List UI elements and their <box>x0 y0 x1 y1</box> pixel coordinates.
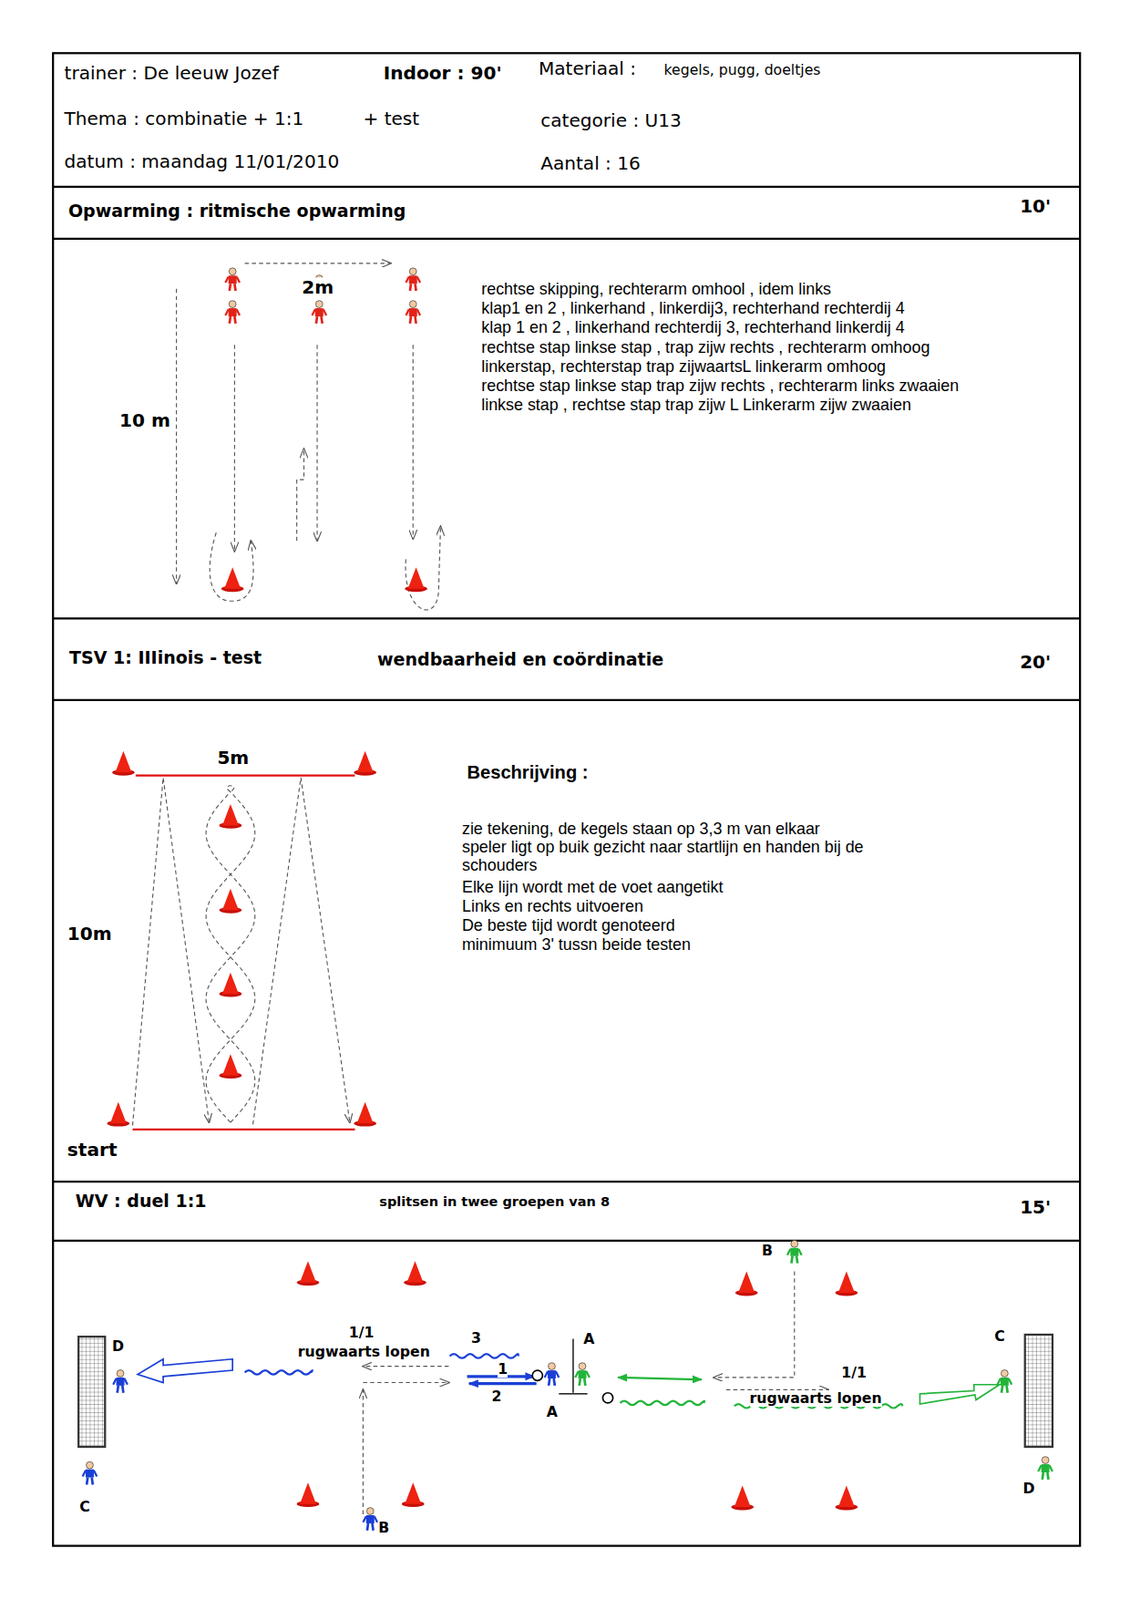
description-line: zie tekening, de kegels staan op 3,3 m v… <box>462 818 821 838</box>
exercise-step: rechtse skipping, rechterarm omhool , id… <box>481 278 832 298</box>
dribble-line <box>450 1353 519 1357</box>
header-field: Materiaal : <box>538 59 637 81</box>
page-frame <box>52 52 1080 1545</box>
player-label: rugwaarts lopen <box>749 1389 883 1407</box>
section-band: Opwarming : ritmische opwarming 10' <box>52 186 1080 239</box>
dimension: 10 m <box>119 410 171 432</box>
cone <box>835 1271 859 1296</box>
player <box>113 1369 128 1393</box>
dimension: 2m <box>301 277 334 298</box>
section-band: WV : duel 1:1 splitsen in twee groepen va… <box>52 1181 1080 1241</box>
player-label: A <box>583 1330 595 1347</box>
dimension: 5m <box>216 747 249 769</box>
player <box>225 267 240 291</box>
section-title: WV : duel 1:1 <box>75 1191 207 1212</box>
illinois-course <box>132 775 355 1130</box>
player <box>82 1460 98 1484</box>
player <box>1037 1456 1053 1480</box>
header-field: + test <box>362 108 420 130</box>
player-label: B <box>378 1519 390 1536</box>
section-title: TSV 1: IIIinois - test <box>69 647 262 668</box>
cone <box>403 1260 427 1285</box>
section-note: wendbaarheid en coördinatie <box>377 649 664 670</box>
cone <box>297 1260 320 1285</box>
player-label: 2 <box>491 1387 502 1405</box>
cone <box>730 1485 754 1511</box>
player-label: D <box>1022 1479 1035 1497</box>
dribble-line <box>245 1369 313 1374</box>
cone <box>112 750 135 776</box>
cone <box>107 1101 131 1127</box>
description-line: speler ligt op buik gezicht naar startli… <box>462 837 901 875</box>
description-line: Elke lijn wordt met de voet aangetikt <box>462 876 723 896</box>
player-label: rugwaarts lopen <box>297 1343 431 1360</box>
player-label: C <box>994 1327 1006 1345</box>
weave-cap <box>226 785 235 792</box>
cone <box>404 566 428 592</box>
description-line: minimuum 3' tussn beide testen <box>462 934 691 955</box>
player <box>544 1362 560 1386</box>
player-label: A <box>546 1403 558 1420</box>
player-label: 3 <box>471 1329 482 1346</box>
player-label: 1/1 <box>349 1324 375 1341</box>
player <box>311 300 327 324</box>
description-heading: Beschrijving : <box>467 762 589 784</box>
header-field: trainer : De leeuw Jozef <box>64 62 279 84</box>
player <box>405 267 421 291</box>
cone <box>353 750 377 776</box>
cone <box>735 1271 759 1296</box>
header-field: Thema : combinatie + 1:1 <box>64 108 305 130</box>
cone <box>835 1485 859 1511</box>
exercise-step: klap1 en 2 , linkerhand , linkerdij3, re… <box>481 298 904 319</box>
section-note: 15' <box>1019 1197 1051 1219</box>
player-label: C <box>79 1498 91 1515</box>
cone <box>353 1101 377 1127</box>
player-label: 1/1 <box>841 1364 867 1381</box>
cone <box>219 1053 243 1079</box>
start-label: start <box>67 1140 118 1161</box>
exercise-step: klap 1 en 2 , linkerhand rechterdij 3, r… <box>481 318 904 338</box>
section-band: TSV 1: IIIinois - test wendbaarheid en co… <box>52 617 1080 700</box>
dimension: 10m <box>67 924 113 946</box>
section-note: 20' <box>1019 652 1051 674</box>
exercise-step: rechtse stap linkse stap trap zijw recht… <box>481 376 959 396</box>
player <box>405 300 421 324</box>
description-line: Links en rechts uitvoeren <box>462 895 644 915</box>
cone <box>401 1481 425 1507</box>
duel-field <box>78 1271 1053 1514</box>
description-line: De beste tijd wordt genoteerd <box>462 915 676 935</box>
cone <box>221 566 245 592</box>
player-label: B <box>761 1242 773 1259</box>
section-note: splitsen in twee groepen van 8 <box>379 1193 610 1210</box>
exercise-step: linkse stap , rechtse stap trap zijw L L… <box>481 395 912 415</box>
player <box>787 1239 802 1263</box>
header-field: categorie : U13 <box>540 111 682 133</box>
exercise-step: linkerstap, rechterstap trap zijwaartsL … <box>481 356 886 376</box>
header-field: Indoor : 90' <box>383 62 503 84</box>
section-note: 10' <box>1019 196 1051 218</box>
header-field: Aantal : 16 <box>540 154 641 175</box>
player <box>362 1507 378 1531</box>
cone <box>219 888 243 914</box>
cone <box>219 972 243 997</box>
cone <box>297 1481 320 1507</box>
player <box>575 1362 590 1386</box>
section-title: Opwarming : ritmische opwarming <box>68 201 406 222</box>
weave-path <box>205 791 256 1123</box>
player-label: D <box>112 1337 124 1355</box>
player <box>997 1369 1013 1393</box>
dribble-line <box>619 1400 705 1405</box>
warmup-paths <box>176 263 442 610</box>
cone <box>219 803 243 829</box>
player-label: 1 <box>497 1360 508 1377</box>
player <box>225 300 240 324</box>
header-field: datum : maandag 11/01/2010 <box>64 151 340 173</box>
exercise-step: rechtse stap linkse stap , trap zijw rec… <box>481 337 930 357</box>
header-field: kegels, pugg, doeltjes <box>664 61 822 79</box>
weave-path <box>205 791 256 1123</box>
